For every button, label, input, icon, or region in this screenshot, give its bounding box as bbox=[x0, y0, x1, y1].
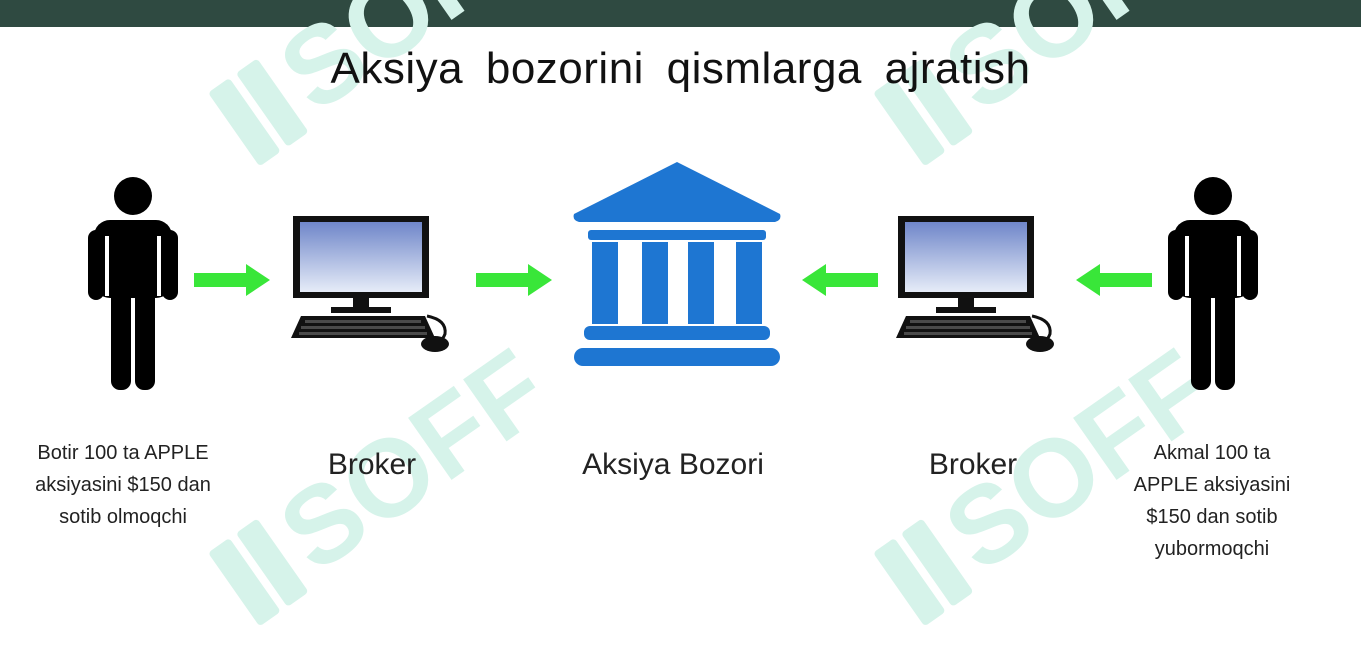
broker-right-label: Broker bbox=[928, 448, 1018, 481]
caption-line: yubormoqchi bbox=[1154, 538, 1270, 560]
arrow-right-icon bbox=[476, 264, 552, 296]
arrow-right-icon bbox=[194, 264, 270, 296]
arrow-left-icon bbox=[1076, 264, 1152, 296]
broker-left-label: Broker bbox=[327, 448, 417, 481]
caption-line: APPLE aksiyasini bbox=[1133, 474, 1291, 496]
exchange-label: Aksiya Bozori bbox=[582, 448, 764, 481]
person-icon bbox=[88, 177, 178, 390]
seller-caption: Akmal 100 ta APPLE aksiyasini $150 dan s… bbox=[1100, 437, 1324, 565]
caption-line: Botir 100 ta APPLE bbox=[37, 442, 209, 464]
caption-line: Akmal 100 ta bbox=[1153, 442, 1271, 464]
arrow-left-icon bbox=[802, 264, 878, 296]
computer-icon bbox=[291, 216, 449, 352]
bank-building-icon bbox=[573, 162, 781, 366]
buyer-caption: Botir 100 ta APPLE aksiyasini $150 dan s… bbox=[8, 437, 238, 533]
computer-icon bbox=[896, 216, 1054, 352]
caption-line: aksiyasini $150 dan bbox=[35, 474, 211, 496]
header-bar bbox=[0, 0, 1361, 27]
caption-line: $150 dan sotib bbox=[1146, 506, 1278, 528]
diagram-title: Aksiya bozorini qismlarga ajratish bbox=[330, 44, 1031, 93]
caption-line: sotib olmoqchi bbox=[59, 506, 187, 528]
person-icon bbox=[1168, 177, 1258, 390]
